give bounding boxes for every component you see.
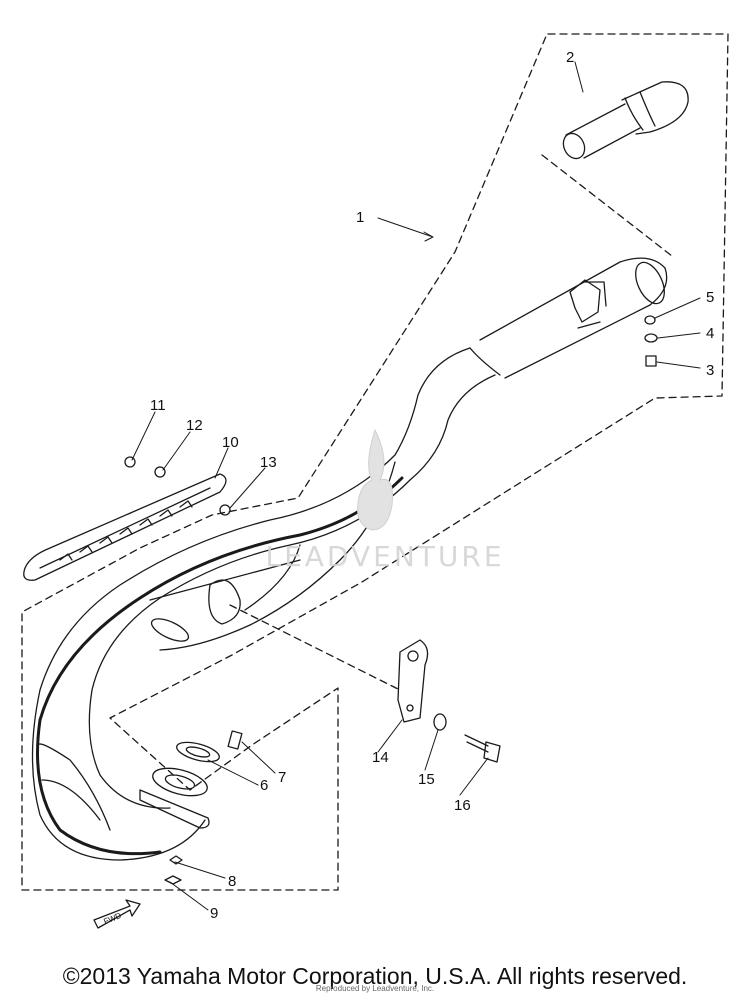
end-tip — [562, 81, 689, 160]
callout-2: 2 — [566, 49, 574, 66]
exhaust-flange — [139, 730, 243, 885]
heat-guard — [23, 473, 227, 581]
callout-8: 8 — [228, 873, 236, 890]
fwd-label: FWD — [102, 911, 122, 926]
callout-15: 15 — [418, 771, 435, 788]
callout-7: 7 — [278, 769, 286, 786]
watermark-flame-icon — [357, 428, 393, 531]
callout-6: 6 — [260, 777, 268, 794]
callout-9: 9 — [210, 905, 218, 922]
leader-lines — [131, 61, 701, 911]
callout-13: 13 — [260, 454, 277, 471]
copyright-notice: ©2013 Yamaha Motor Corporation, U.S.A. A… — [62, 963, 688, 989]
muffler-body — [469, 257, 668, 379]
fwd-arrow — [93, 899, 141, 929]
callout-labels: 1 2 3 4 5 6 7 8 9 10 11 12 13 14 15 16 F… — [102, 49, 714, 926]
callout-5: 5 — [706, 289, 714, 306]
mount-bracket — [397, 639, 501, 763]
small-hardware — [124, 315, 658, 516]
assembly-outline — [21, 33, 729, 891]
callout-4: 4 — [706, 325, 714, 342]
reproduced-by-note: Reproduced by Leadventure, Inc. — [315, 984, 435, 993]
callout-3: 3 — [706, 362, 714, 379]
callout-11: 11 — [150, 397, 166, 414]
callout-1: 1 — [356, 209, 364, 226]
watermark-text: LEADVENTURE — [265, 540, 505, 573]
bracket-dash-line — [229, 604, 401, 691]
callout-12: 12 — [186, 417, 203, 434]
callout-10: 10 — [222, 434, 239, 451]
callout-14: 14 — [372, 749, 389, 766]
callout-16: 16 — [454, 797, 471, 814]
inner-dash-line — [541, 154, 673, 257]
